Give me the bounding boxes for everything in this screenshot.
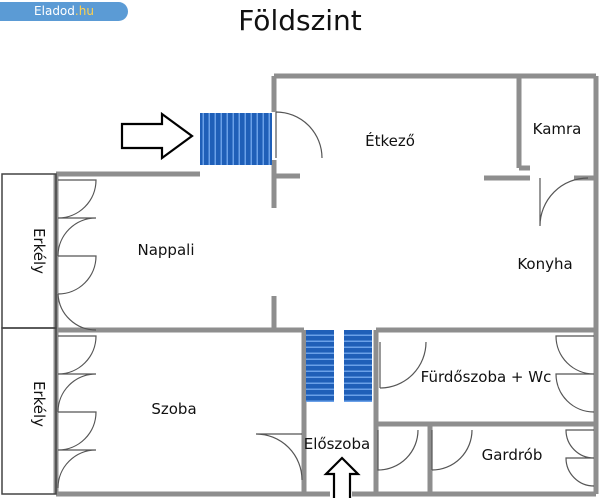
doors-gardrob-window	[565, 429, 595, 487]
entrance-arrow-icon	[120, 111, 194, 161]
room-furdoszoba: Fürdőszoba + Wc	[421, 368, 552, 386]
doors-living-bottom	[57, 255, 97, 331]
room-konyha: Konyha	[517, 255, 572, 273]
door-kitchen	[539, 177, 589, 227]
room-eloszoba: Előszoba	[304, 435, 370, 453]
stairs-right	[344, 330, 372, 402]
doors-living-top	[57, 179, 97, 257]
doors-room-top	[57, 335, 97, 413]
room-szoba: Szoba	[151, 400, 196, 418]
door-bath-main	[379, 341, 427, 389]
door-hall	[377, 429, 419, 471]
room-erkely-bottom: Erkély	[30, 381, 48, 427]
site-badge-text: Eladod	[34, 4, 75, 18]
site-badge[interactable]: Eladod.hu	[0, 2, 128, 21]
walls	[53, 73, 599, 497]
stairs-top	[200, 113, 272, 165]
room-erkely-top: Erkély	[30, 228, 48, 274]
site-badge-suffix: .hu	[74, 4, 94, 18]
room-kamra: Kamra	[533, 120, 582, 138]
doors	[57, 111, 595, 489]
door-gardrob	[431, 429, 473, 471]
doors-bath-window	[555, 335, 595, 413]
entrance-up-arrow-icon	[323, 456, 361, 498]
door-dining	[275, 111, 323, 159]
room-nappali: Nappali	[138, 241, 195, 259]
doors-room-bottom	[57, 411, 97, 489]
door-room	[255, 433, 303, 481]
stairs-left	[306, 330, 334, 402]
room-etkezo: Étkező	[365, 131, 415, 150]
room-gardrob: Gardrób	[482, 446, 543, 464]
balconies	[1, 173, 57, 495]
balcony-bottom	[1, 327, 57, 495]
page-title: Földszint	[238, 4, 362, 37]
